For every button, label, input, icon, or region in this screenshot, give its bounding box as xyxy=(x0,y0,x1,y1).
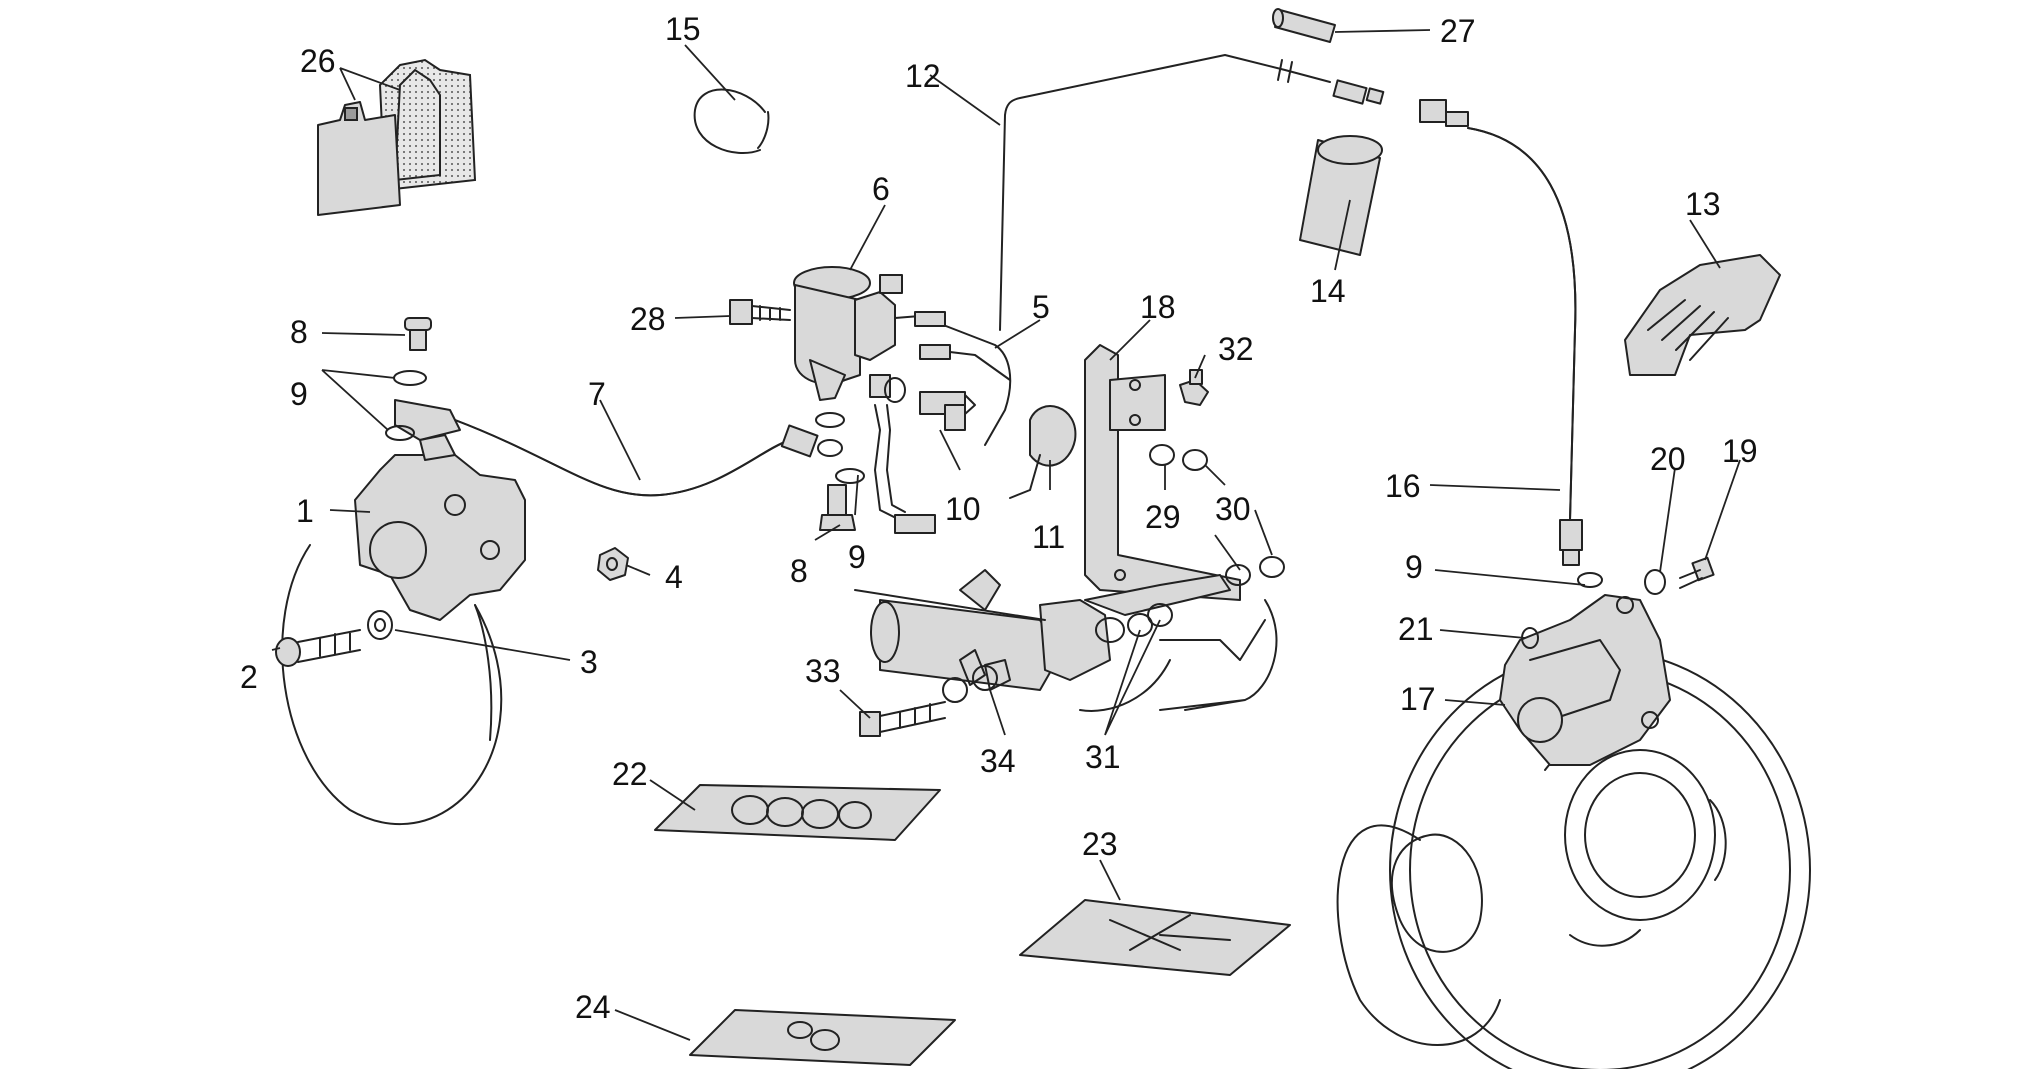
brake-pipe-part xyxy=(999,54,1385,331)
brake-pads-part xyxy=(317,58,477,216)
bolt-28-part xyxy=(729,299,791,325)
master-cylinder-part xyxy=(793,266,906,403)
rear-brake-hose-part xyxy=(1419,99,1583,566)
front-brake-hose-part xyxy=(394,399,843,497)
callout-29: 29 xyxy=(1145,499,1181,535)
tube-sleeve-part xyxy=(1272,8,1336,43)
callout-31: 31 xyxy=(1085,739,1121,775)
callout-8-lower: 8 xyxy=(790,553,808,589)
callout-30: 30 xyxy=(1215,491,1251,527)
leader-lines xyxy=(271,29,1741,1041)
snap-ring-part xyxy=(693,88,770,155)
switch-cover-part xyxy=(1009,405,1077,499)
callout-13: 13 xyxy=(1685,186,1721,222)
callout-33: 33 xyxy=(805,653,841,689)
callout-18: 18 xyxy=(1140,289,1176,325)
pipe-connectors-part xyxy=(894,311,1012,446)
callout-21: 21 xyxy=(1398,611,1434,647)
master-to-pipe-line-part xyxy=(874,404,936,534)
callout-34: 34 xyxy=(980,743,1016,779)
callout-20: 20 xyxy=(1650,441,1686,477)
callout-11: 11 xyxy=(1032,519,1065,555)
callout-9-rear: 9 xyxy=(1405,549,1423,585)
callout-9-lower: 9 xyxy=(848,539,866,575)
callout-3: 3 xyxy=(580,644,598,680)
callout-5: 5 xyxy=(1032,289,1050,325)
callout-15: 15 xyxy=(665,11,701,47)
front-caliper-part xyxy=(354,434,526,621)
callout-28: 28 xyxy=(630,301,666,337)
washer-9-rear-part xyxy=(1577,572,1603,588)
guard-part xyxy=(1624,254,1781,376)
callout-23: 23 xyxy=(1082,826,1118,862)
callout-7: 7 xyxy=(588,376,606,412)
washer-3-part xyxy=(367,610,393,640)
callout-2: 2 xyxy=(240,659,258,695)
callout-19: 19 xyxy=(1722,433,1758,469)
stop-switch-part xyxy=(919,391,976,431)
callout-32: 32 xyxy=(1218,331,1254,367)
sleeve-part xyxy=(1299,135,1383,256)
rear-caliper-part xyxy=(1499,594,1671,766)
callout-27: 27 xyxy=(1440,13,1476,49)
bolt-33-washer-34-part xyxy=(859,665,998,737)
washers-29-30-part xyxy=(1149,444,1285,586)
callout-1: 1 xyxy=(296,493,314,529)
banjo-bolt-lower-part xyxy=(815,412,865,531)
rear-master-cylinder-part xyxy=(854,569,1278,712)
caliper-bolt-2-part xyxy=(275,629,361,667)
banjo-bolt-upper-part xyxy=(385,317,432,441)
callout-6: 6 xyxy=(872,171,890,207)
callout-26: 26 xyxy=(300,43,336,79)
bracket-part xyxy=(1084,344,1241,601)
callout-labels: 26 15 27 12 14 13 6 28 5 18 32 8 9 7 10 … xyxy=(240,11,1758,1025)
callout-22: 22 xyxy=(612,756,648,792)
callout-9-upper: 9 xyxy=(290,376,308,412)
callout-14: 14 xyxy=(1310,273,1346,309)
callout-17: 17 xyxy=(1400,681,1436,717)
kit-23-part xyxy=(1019,899,1291,976)
callout-24: 24 xyxy=(575,989,611,1025)
callout-16: 16 xyxy=(1385,468,1421,504)
bolt-19-part xyxy=(1679,556,1715,589)
washer-20-part xyxy=(1644,569,1666,595)
callout-12: 12 xyxy=(905,58,941,94)
callout-4: 4 xyxy=(665,559,683,595)
screw-32-part xyxy=(1179,369,1209,406)
callout-10: 10 xyxy=(945,491,981,527)
kit-24-part xyxy=(689,1009,956,1066)
nut-4-part xyxy=(597,547,629,581)
seal-kit-22-part xyxy=(654,784,941,841)
callout-8-upper: 8 xyxy=(290,314,308,350)
rear-disc-part xyxy=(1336,649,1811,1069)
